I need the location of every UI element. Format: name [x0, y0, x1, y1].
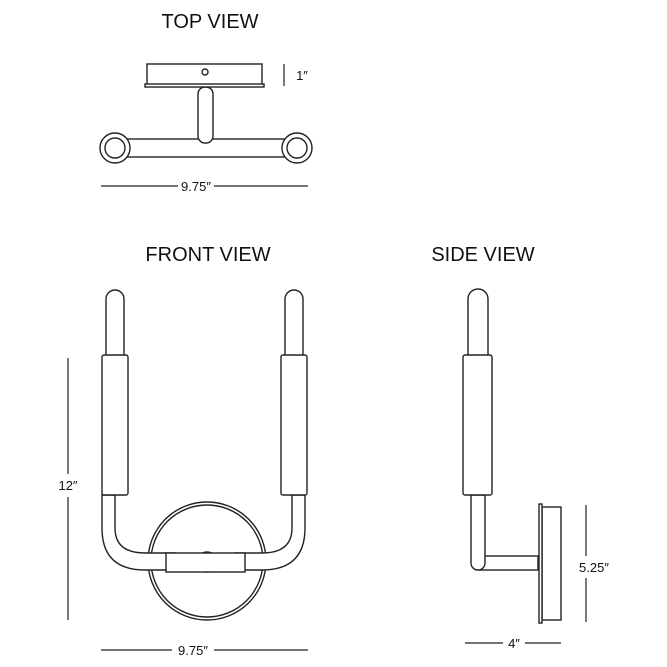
side-backplate: [541, 506, 562, 621]
top-stem: [197, 86, 214, 144]
side-view-title: SIDE VIEW: [431, 244, 534, 266]
side-height-label: 5.25″: [579, 560, 609, 575]
top-view-title: TOP VIEW: [161, 11, 258, 33]
top-canopy-flange: [144, 83, 265, 88]
front-view: FRONT VIEW 12″ 9.75″: [58, 244, 308, 658]
front-height-label: 12″: [58, 478, 77, 493]
front-arm-left: [101, 494, 176, 571]
side-stem: [470, 494, 486, 571]
front-bulb-right: [284, 289, 304, 357]
side-sleeve: [462, 354, 493, 496]
top-socket-left-inner: [104, 137, 126, 159]
top-height-label: 1″: [296, 68, 308, 83]
side-depth-label: 4″: [508, 636, 520, 651]
front-center-bar: [165, 552, 246, 573]
front-view-title: FRONT VIEW: [145, 244, 270, 266]
side-bulb: [467, 288, 489, 357]
front-sleeve-left: [101, 354, 129, 496]
front-sleeve-right: [280, 354, 308, 496]
top-socket-right-inner: [286, 137, 308, 159]
front-width-label: 9.75″: [178, 643, 208, 658]
side-backplate-flange: [538, 503, 543, 624]
front-arm-right: [234, 494, 306, 571]
top-canopy-hole: [201, 68, 209, 76]
front-bulb-left: [105, 289, 125, 357]
side-view: SIDE VIEW 5.25″ 4″: [431, 244, 609, 651]
side-arm: [477, 555, 539, 571]
top-width-label: 9.75″: [181, 179, 211, 194]
top-view: TOP VIEW 1″ 9.75″: [99, 11, 313, 194]
